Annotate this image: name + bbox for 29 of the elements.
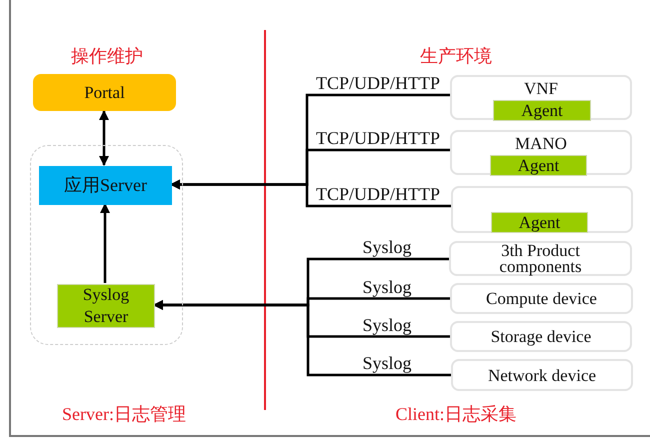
edge-label: TCP/UDP/HTTP — [316, 184, 440, 204]
arrow — [170, 180, 451, 208]
component-box: Network device — [451, 359, 633, 391]
server-box: Syslog Server — [57, 284, 155, 328]
arrow — [100, 203, 110, 283]
section-footer: Server:日志管理 — [62, 404, 186, 424]
group-frame — [30, 145, 183, 345]
edge-label: Syslog — [362, 237, 412, 257]
edge-label: TCP/UDP/HTTP — [316, 73, 440, 93]
section-heading: 操作维护 — [71, 46, 143, 66]
edge-label: Syslog — [362, 314, 412, 334]
section-footer: Client:日志采集 — [396, 404, 516, 424]
component-box: Compute device — [450, 283, 633, 314]
edge-label: TCP/UDP/HTTP — [316, 128, 440, 148]
portal-box: Portal — [33, 74, 176, 111]
component-box — [451, 186, 633, 233]
component-box: MANO Agent — [450, 130, 632, 175]
edge-label: Syslog — [362, 276, 412, 296]
component-box: 3th Product components — [449, 241, 632, 276]
arrow — [99, 110, 109, 166]
server-box: 应用Server — [39, 166, 172, 205]
edge-label: Syslog — [362, 353, 412, 373]
agent-box: Agent — [490, 155, 587, 176]
agent-box: Agent — [493, 100, 591, 121]
component-box: VNF Agent — [450, 75, 632, 120]
section-heading: 生产环境 — [420, 46, 492, 66]
arrow — [153, 300, 451, 376]
agent-box: Agent — [491, 212, 588, 233]
component-box: Storage device — [450, 321, 632, 352]
